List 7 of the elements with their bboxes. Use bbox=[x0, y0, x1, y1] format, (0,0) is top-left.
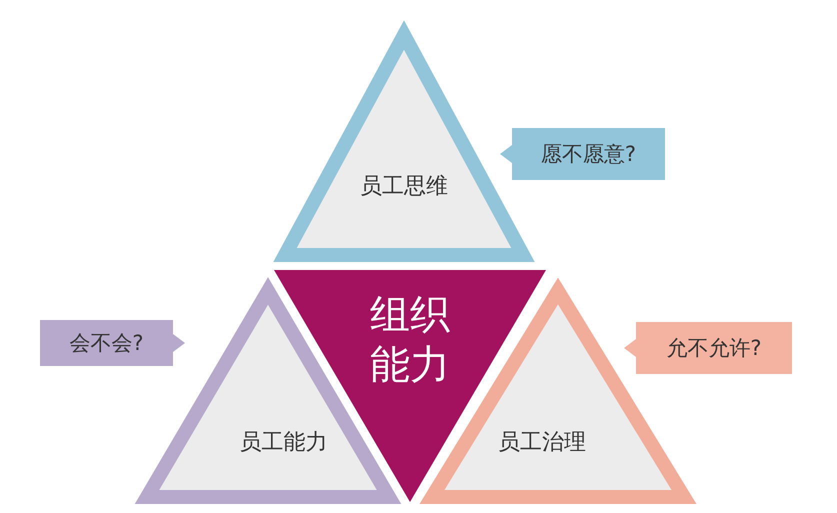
node-label: 员工能力 bbox=[240, 428, 328, 457]
node-label: 员工治理 bbox=[498, 428, 586, 457]
callout-text: 允不允许? bbox=[666, 335, 762, 362]
node-label: 组织能力 bbox=[369, 290, 451, 390]
callout-text: 愿不愿意? bbox=[540, 141, 636, 168]
callout-text: 会不会? bbox=[69, 330, 144, 357]
node-label: 员工思维 bbox=[360, 173, 448, 202]
